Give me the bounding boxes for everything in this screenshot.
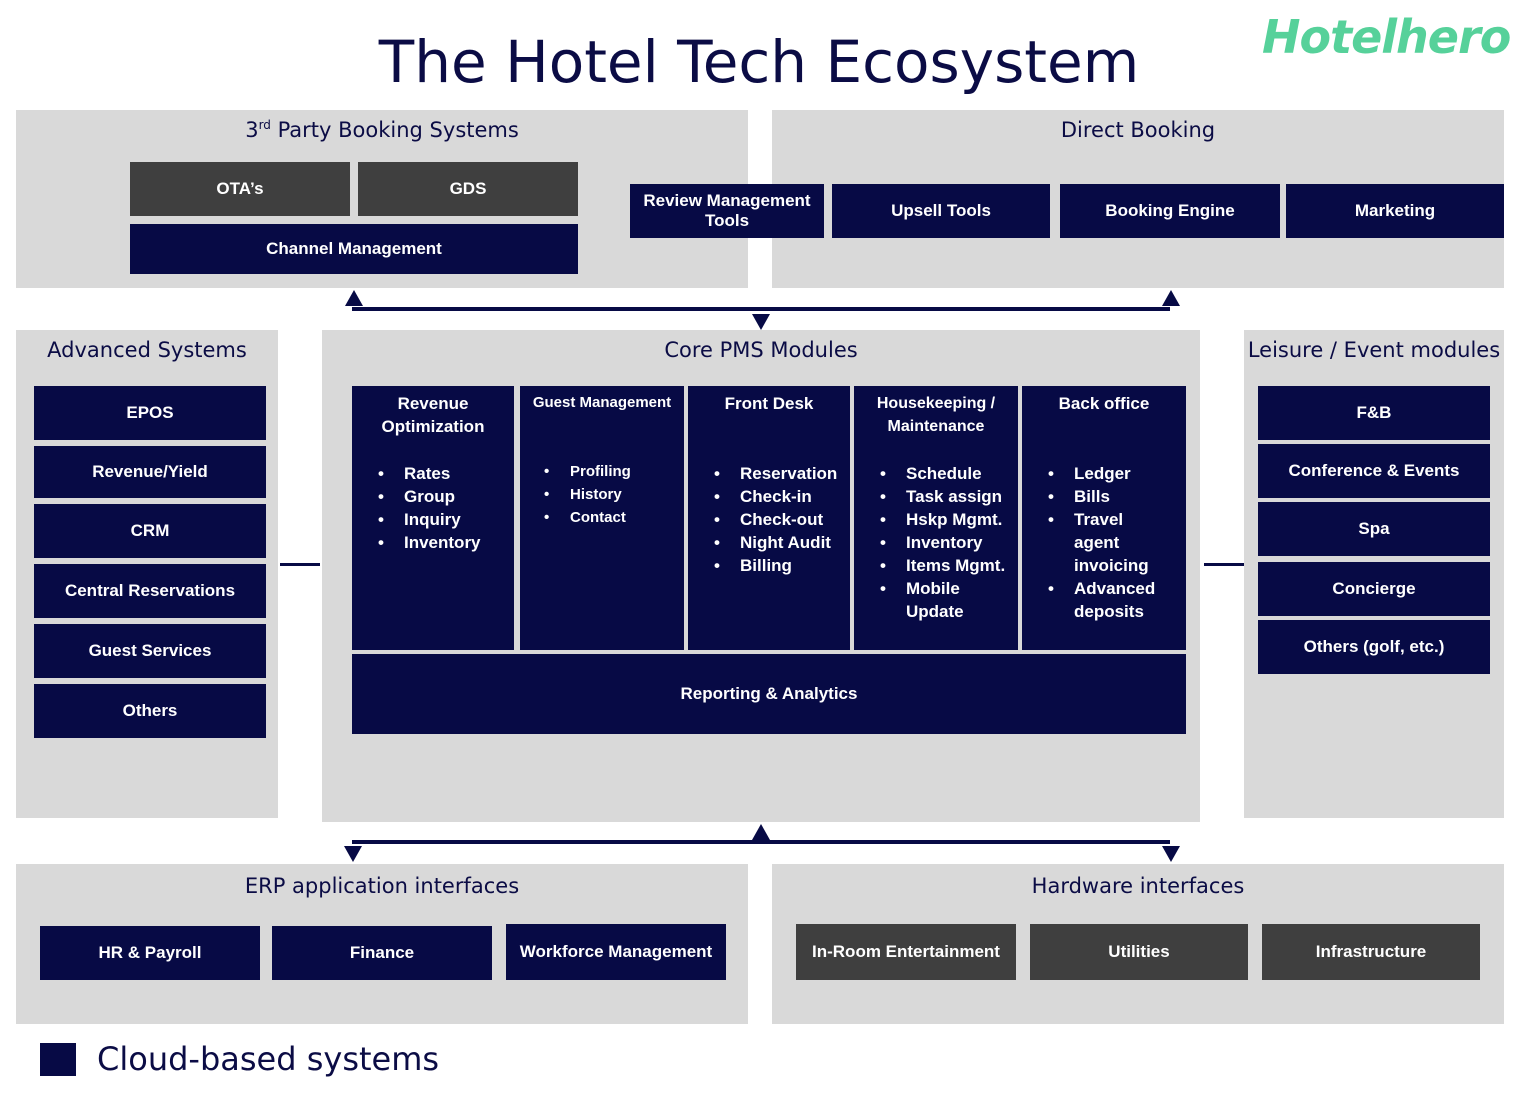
legend-label: Cloud-based systems [97,1040,440,1078]
list-item: Group [378,485,508,508]
arrow-up-icon [345,290,363,306]
list-item: Bills [1048,485,1180,508]
list-item: Check-out [714,508,844,531]
arrow-down-icon [752,314,770,330]
module-guest-management: Guest Management Profiling History Conta… [520,386,684,650]
legend-swatch [40,1043,76,1076]
erp-item-workforce-management: Workforce Management [506,924,726,980]
module-front-desk: Front Desk Reservation Check-in Check-ou… [688,386,850,650]
hardware-item-in-room-entertainment: In-Room Entertainment [796,924,1016,980]
leisure-event-title: Leisure / Event modules [1247,338,1501,362]
top-connector-line [352,307,1170,311]
module-list: Rates Group Inquiry Inventory [378,462,508,554]
leisure-item-spa: Spa [1258,502,1490,556]
list-item: Contact [544,506,678,529]
leisure-item-conference-events: Conference & Events [1258,444,1490,498]
list-item: Schedule [880,462,1012,485]
erp-interfaces-title: ERP application interfaces [244,874,520,898]
left-connector-line [280,563,320,566]
module-head: Guest Management [532,394,672,411]
module-head: Housekeeping / Maintenance [876,395,996,435]
advanced-item-crm: CRM [34,504,266,558]
list-item: Task assign [880,485,1012,508]
list-item: Rates [378,462,508,485]
gds-box: GDS [358,162,578,216]
list-item: Travel agent invoicing [1048,508,1168,577]
marketing-box: Marketing [1286,184,1504,238]
list-item: Reservation [714,462,844,485]
arrow-down-icon [344,846,362,862]
third-party-booking-title: 3rd Party Booking Systems [245,118,519,142]
module-list: Schedule Task assign Hskp Mgmt. Inventor… [880,462,1012,623]
leisure-item-others: Others (golf, etc.) [1258,620,1490,674]
module-back-office: Back office Ledger Bills Travel agent in… [1022,386,1186,650]
module-head: Back office [1058,394,1150,413]
booking-engine-box: Booking Engine [1060,184,1280,238]
hotelhero-logo: Hotelhero [1262,10,1511,64]
module-housekeeping-maintenance: Housekeeping / Maintenance Schedule Task… [854,386,1018,650]
module-head: Revenue Optimization [381,394,485,436]
erp-item-hr-payroll: HR & Payroll [40,926,260,980]
module-revenue-optimization: Revenue Optimization Rates Group Inquiry… [352,386,514,650]
arrow-down-icon [1162,846,1180,862]
arrow-up-icon [752,824,770,840]
list-item: Inventory [880,531,1012,554]
leisure-item-fb: F&B [1258,386,1490,440]
list-item: Check-in [714,485,844,508]
hardware-item-infrastructure: Infrastructure [1262,924,1480,980]
right-connector-line [1204,563,1244,566]
upsell-tools-box: Upsell Tools [832,184,1050,238]
list-item: History [544,483,678,506]
hardware-interfaces-title: Hardware interfaces [1031,874,1245,898]
list-item: Night Audit [714,531,844,554]
core-pms-title: Core PMS Modules [664,338,858,362]
module-head: Front Desk [724,394,814,413]
erp-item-finance: Finance [272,926,492,980]
module-list: Profiling History Contact [544,460,678,529]
page-title: The Hotel Tech Ecosystem [378,28,1140,96]
advanced-item-guest-services: Guest Services [34,624,266,678]
list-item: Inventory [378,531,508,554]
list-item: Items Mgmt. [880,554,1012,577]
leisure-item-concierge: Concierge [1258,562,1490,616]
advanced-item-central-reservations: Central Reservations [34,564,266,618]
advanced-item-others: Others [34,684,266,738]
module-list: Reservation Check-in Check-out Night Aud… [714,462,844,577]
direct-booking-title: Direct Booking [1060,118,1216,142]
list-item: Billing [714,554,844,577]
channel-management-box: Channel Management [130,224,578,274]
otas-box: OTA’s [130,162,350,216]
bottom-connector-line [352,840,1170,844]
hardware-item-utilities: Utilities [1030,924,1248,980]
list-item: Hskp Mgmt. [880,508,1012,531]
advanced-systems-title: Advanced Systems [47,338,247,362]
advanced-item-epos: EPOS [34,386,266,440]
review-management-box: Review Management Tools [630,184,824,238]
list-item: Profiling [544,460,678,483]
list-item: Ledger [1048,462,1180,485]
reporting-analytics-box: Reporting & Analytics [352,654,1186,734]
module-list: Ledger Bills Travel agent invoicing Adva… [1048,462,1180,623]
arrow-up-icon [1162,290,1180,306]
advanced-item-revenue-yield: Revenue/Yield [34,446,266,498]
list-item: Mobile Update [880,577,964,623]
list-item: Advanced deposits [1048,577,1155,623]
list-item: Inquiry [378,508,508,531]
